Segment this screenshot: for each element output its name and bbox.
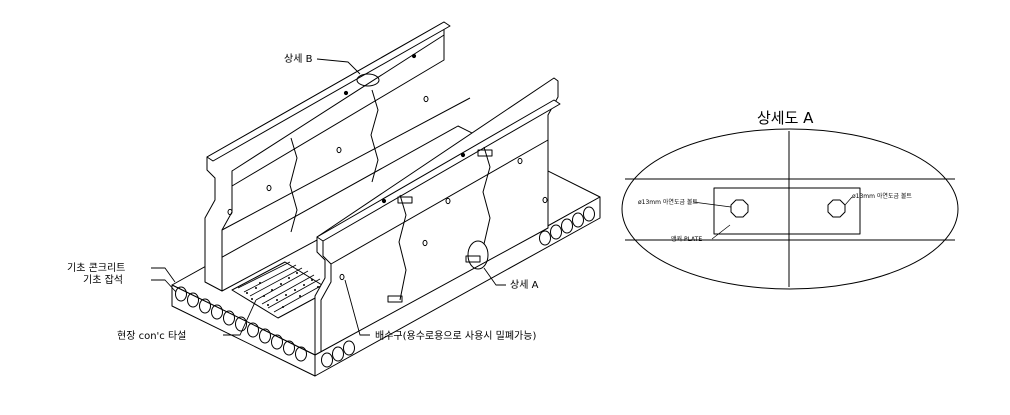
trough-floor: [231, 261, 331, 319]
label-bolt-left: ø13mm 아연도금 볼트: [638, 198, 698, 206]
leader-lines: [151, 58, 506, 336]
label-drain-hole: 배수구(용수로용으로 사용시 밀폐가능): [375, 330, 536, 342]
bolt-hex-right: [827, 199, 846, 218]
detail-view-title: 상세도 A: [757, 109, 814, 127]
label-foundation-gravel: 기초 잡석: [83, 274, 123, 286]
label-foundation-concrete: 기초 콘크리트: [67, 262, 125, 274]
anchor-plate: [387, 295, 403, 303]
front-wall: [314, 77, 561, 356]
label-anchor-plate: 앵커 PLATE: [671, 235, 702, 243]
detail-a-marker: [467, 240, 489, 270]
bolt-hex-left: [730, 199, 749, 218]
label-onsite-pour: 현장 con'c 타설: [117, 330, 186, 342]
detail-a-view: [621, 128, 959, 290]
base-hollow-cores-left: [175, 286, 307, 362]
gravel-dots: [246, 272, 319, 308]
anchor-plate-detail: [713, 187, 861, 235]
anchor-plate: [397, 196, 413, 204]
detail-b-marker: [356, 73, 380, 87]
label-detail-a: 상세 A: [510, 279, 539, 291]
label-detail-b: 상세 B: [284, 53, 313, 65]
base-hollow-cores-right: [321, 206, 595, 368]
anchor-plate: [477, 149, 493, 157]
label-bolt-right: ø13mm 아연도금 볼트: [852, 192, 912, 200]
anchor-plate: [465, 255, 481, 263]
